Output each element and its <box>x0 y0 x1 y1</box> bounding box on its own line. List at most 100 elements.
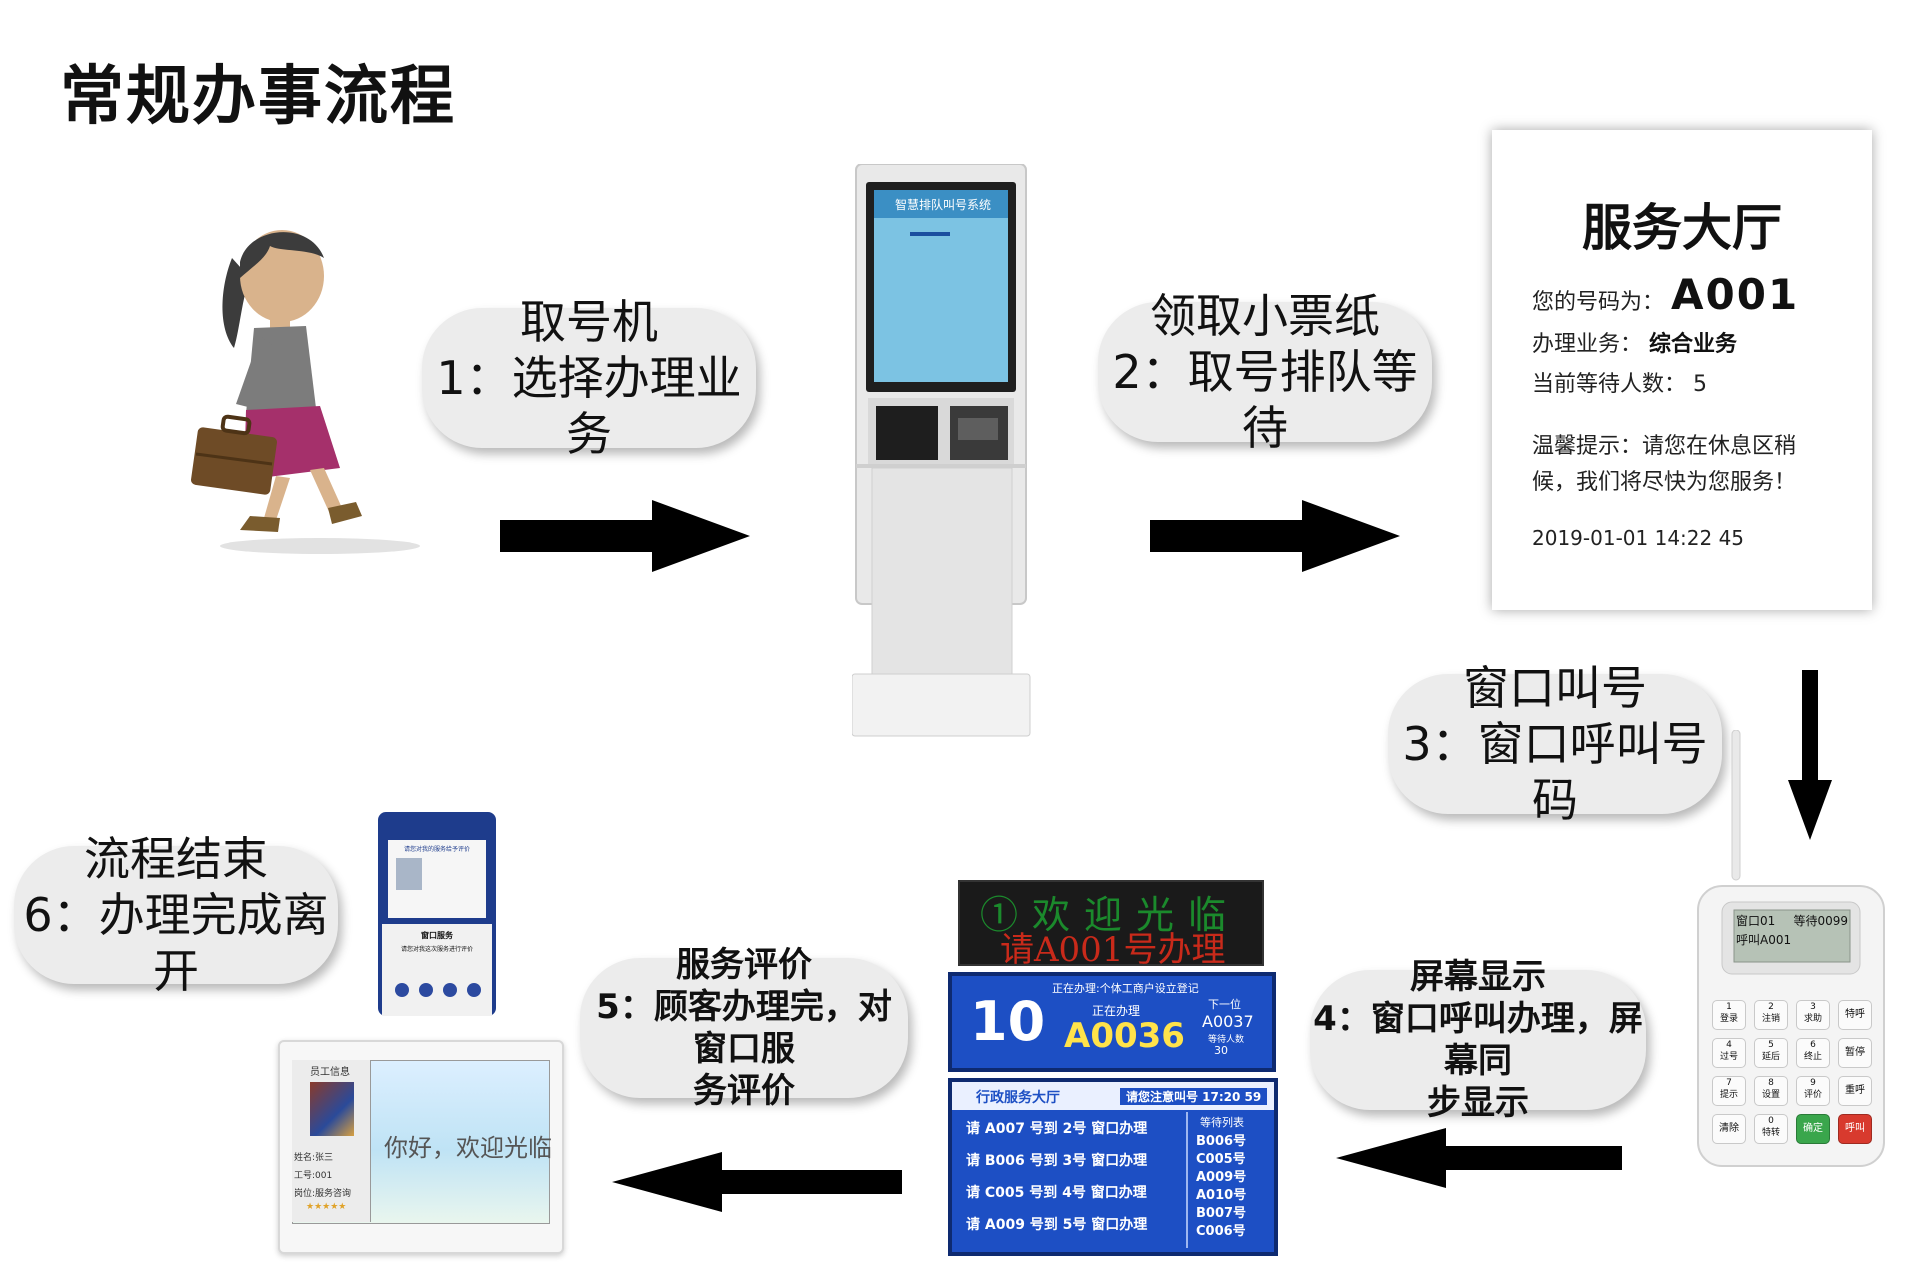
caller-key-clear[interactable]: 清除 <box>1712 1114 1746 1144</box>
display2-list-3: A009号 <box>1196 1170 1247 1185</box>
tablet-id: 工号:001 <box>294 1171 333 1181</box>
led-line-1: ①欢迎光临 <box>980 893 1241 937</box>
ticket-waiting: 5 <box>1693 372 1708 397</box>
ticket-kiosk-illustration <box>852 164 1031 737</box>
display2-row-2: 请 B006 号到 3号 窗口办理 <box>966 1153 1148 1169</box>
queue-list-display: 行政服务大厅 请您注意叫号 17:20 59 请 A007 号到 2号 窗口办理… <box>948 1078 1278 1256</box>
step-4-desc-cont: 步显示 <box>1427 1083 1529 1123</box>
window-display: 正在办理:个体工商户设立登记 10 正在办理 A0036 下一位 A0037 等… <box>948 972 1276 1072</box>
led-display: ①欢迎光临 请A001号办理 <box>958 880 1264 970</box>
display1-wait-label: 等待人数 <box>1208 1035 1245 1045</box>
step-3-pill: 窗口叫号 3：窗口呼叫号码 <box>1388 661 1722 827</box>
arrow-right-icon <box>1150 500 1400 572</box>
step-2-desc: 2：取号排队等待 <box>1112 345 1418 455</box>
display1-current-label: 正在办理 <box>1092 1004 1141 1018</box>
display1-current: A0036 <box>1064 1016 1185 1056</box>
step-6-title: 流程结束 <box>84 832 268 886</box>
ticket-title: 服务大厅 <box>1582 199 1782 257</box>
step-2-pill: 领取小票纸 2：取号排队等待 <box>1098 289 1432 455</box>
step-3-desc: 3：窗口呼叫号码 <box>1402 717 1708 827</box>
display2-row-3: 请 C005 号到 4号 窗口办理 <box>966 1185 1147 1201</box>
step-1-desc: 1：选择办理业务 <box>436 351 742 461</box>
step-3-title: 窗口叫号 <box>1463 661 1647 715</box>
caller-waiting: 等待0099 <box>1793 914 1848 928</box>
evaluator-body-shape <box>378 812 496 1016</box>
step-1-pill: 取号机 1：选择办理业务 <box>422 295 756 461</box>
display2-header-left: 行政服务大厅 <box>976 1090 1060 1106</box>
display1-top: 正在办理:个体工商户设立登记 <box>1052 982 1199 995</box>
step-5-pill: 服务评价 5：顾客办理完，对窗口服 务评价 <box>580 945 908 1111</box>
caller-key-confirm[interactable]: 确定 <box>1796 1114 1830 1144</box>
ticket-tip-line-1: 温馨提示：请您在休息区稍 <box>1532 434 1797 459</box>
tablet-stars: ★★★★★ <box>306 1202 347 1212</box>
tablet-name: 姓名:张三 <box>294 1153 334 1163</box>
step-1-title: 取号机 <box>520 295 658 349</box>
arrow-right-icon <box>500 500 750 572</box>
display2-list-2: C005号 <box>1196 1152 1246 1167</box>
ticket-number-row: 您的号码为： A001 <box>1532 270 1799 319</box>
evaluator-label-2: 请您对我这次服务进行评价 <box>400 946 473 953</box>
step-5-desc-cont: 务评价 <box>693 1071 795 1111</box>
arrow-down-icon <box>1788 670 1832 840</box>
caller-key-special-call[interactable]: 特呼 <box>1838 1000 1872 1030</box>
tablet-panel-title: 员工信息 <box>310 1067 350 1078</box>
step-4-pill: 屏幕显示 4：窗口呼叫办理，屏幕同 步显示 <box>1310 957 1646 1123</box>
caller-screen: 窗口01 等待0099 呼叫A001 <box>1736 912 1848 948</box>
display2-list-title: 等待列表 <box>1200 1116 1244 1129</box>
evaluator-label-1: 窗口服务 <box>421 931 453 940</box>
step-5-desc: 5：顾客办理完，对窗口服 <box>596 987 892 1069</box>
display1-wait: 30 <box>1214 1044 1228 1057</box>
arrow-left-icon <box>612 1152 902 1212</box>
tablet-post: 岗位:服务咨询 <box>294 1189 352 1199</box>
service-evaluator-device: 请您对我的服务给予评价 窗口服务 请您对我这次服务进行评价 <box>374 812 500 1022</box>
ticket-waiting-label: 当前等待人数： <box>1532 372 1687 397</box>
ticket-waiting-row: 当前等待人数： 5 <box>1532 366 1707 398</box>
step-2-title: 领取小票纸 <box>1150 289 1380 343</box>
display2-list-6: C006号 <box>1196 1224 1246 1239</box>
caller-window: 窗口01 <box>1736 914 1776 928</box>
ticket-number-label: 您的号码为： <box>1532 290 1665 315</box>
display2-row-4: 请 A009 号到 5号 窗口办理 <box>966 1217 1148 1233</box>
display2-list-5: B007号 <box>1196 1206 1247 1221</box>
display2-list-1: B006号 <box>1196 1134 1247 1149</box>
caller-key-recall[interactable]: 重呼 <box>1838 1076 1872 1106</box>
display1-next-label: 下一位 <box>1208 998 1241 1011</box>
step-6-pill: 流程结束 6：办理完成离开 <box>14 832 338 998</box>
display2-list-4: A010号 <box>1196 1188 1247 1203</box>
ticket-business: 综合业务 <box>1649 332 1738 357</box>
ticket-number: A001 <box>1671 270 1800 319</box>
caller-key-pause[interactable]: 暂停 <box>1838 1038 1872 1068</box>
display2-list-divider <box>1186 1112 1188 1248</box>
evaluator-card-title: 请您对我的服务给予评价 <box>403 846 470 853</box>
employee-info-tablet: 员工信息 姓名:张三 工号:001 岗位:服务咨询 ★★★★★ 你好，欢迎光临 <box>278 1040 564 1254</box>
display1-next: A0037 <box>1202 1012 1254 1031</box>
display1-window: 10 <box>970 990 1046 1053</box>
caller-key-call[interactable]: 呼叫 <box>1838 1114 1872 1144</box>
queue-ticket: 服务大厅 您的号码为： A001 办理业务： 综合业务 当前等待人数： 5 温馨… <box>1492 130 1872 610</box>
step-4-title: 屏幕显示 <box>1410 957 1546 997</box>
kiosk-screen-text: 智慧排队叫号系统 <box>894 198 991 212</box>
step-5-title: 服务评价 <box>676 945 812 985</box>
step-4-desc: 4：窗口呼叫办理，屏幕同 <box>1313 999 1643 1081</box>
display2-header-right: 请您注意叫号 17:20 59 <box>1120 1088 1268 1105</box>
employee-photo <box>310 1082 354 1136</box>
ticket-business-row: 办理业务： 综合业务 <box>1532 326 1737 358</box>
walking-woman-illustration <box>191 230 420 554</box>
page-title: 常规办事流程 <box>60 60 456 134</box>
led-line-2: 请A001号办理 <box>1000 930 1226 970</box>
caller-calling: 呼叫A001 <box>1736 933 1792 947</box>
step-6-desc: 6：办理完成离开 <box>23 888 329 998</box>
arrow-left-icon <box>1336 1128 1622 1188</box>
ticket-datetime: 2019-01-01 14:22 45 <box>1532 526 1745 550</box>
